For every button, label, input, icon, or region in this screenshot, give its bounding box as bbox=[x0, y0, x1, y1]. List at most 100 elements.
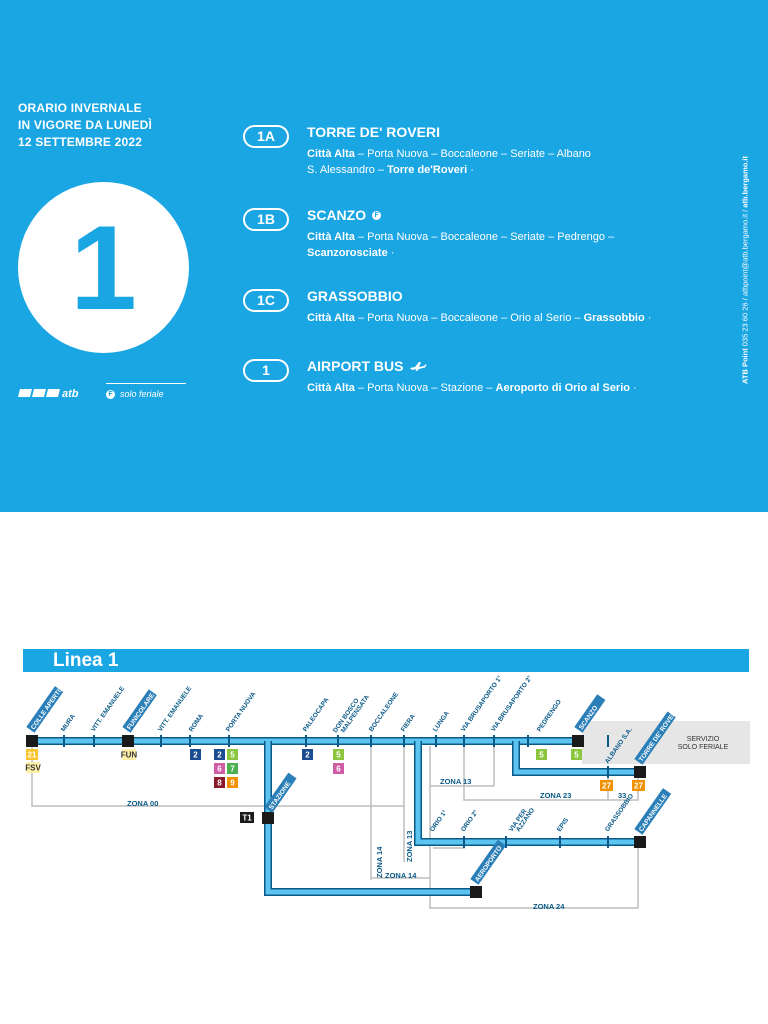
route-stop-text: S. Alessandro – bbox=[307, 164, 388, 176]
terminal-label-text: CAPANNELLE bbox=[638, 793, 669, 834]
connection-badge-pn-9 bbox=[227, 777, 238, 788]
schedule-line-2: IN VIGORE DA LUNEDÌ bbox=[18, 118, 153, 132]
terminal-label-bg bbox=[574, 694, 606, 733]
feriale-badge-icon: F bbox=[106, 389, 115, 399]
stop-label-vitt-emanuele-2: VITT. EMANUELE bbox=[157, 685, 194, 733]
connection-badge-colle-fsv bbox=[26, 762, 40, 773]
connection-badge-label: 6 bbox=[217, 765, 222, 774]
terminal-label-bg bbox=[634, 788, 672, 835]
route-description: Città Alta – Porta Nuova – Boccaleone – … bbox=[307, 229, 707, 261]
terminal-label-aeroporto: AEROPORTO bbox=[470, 839, 507, 885]
zone-33-label: 33 bbox=[618, 791, 626, 800]
route-title-text: AIRPORT BUS bbox=[307, 358, 404, 374]
connection-badge-pn-5 bbox=[227, 749, 238, 760]
terminal-label-funicolare: FUNICOLARE bbox=[122, 689, 157, 733]
terminal-label-text: FUNICOLARE bbox=[126, 692, 157, 731]
route-title-text: GRASSOBBIO bbox=[307, 288, 403, 304]
connection-badge-label: 2 bbox=[193, 751, 198, 760]
legend-label: solo feriale bbox=[120, 389, 164, 399]
connection-badge-label: 6 bbox=[336, 765, 341, 774]
route-description: Città Alta – Porta Nuova – Boccaleone – … bbox=[307, 310, 707, 326]
zone-00-label: ZONA 00 bbox=[127, 799, 158, 808]
stop-label-fiera: FIERA bbox=[400, 713, 417, 733]
route-stop-text: · bbox=[467, 164, 474, 176]
route-stop-text: – Porta Nuova – Boccaleone – Orio al Ser… bbox=[354, 312, 584, 324]
connection-badge-label: 2 bbox=[305, 751, 310, 760]
terminal-stop-marker bbox=[122, 735, 134, 747]
route-stop-bold: Aeroporto di Orio al Serio bbox=[495, 382, 630, 394]
header-panel: ORARIO INVERNALE IN VIGORE DA LUNEDÌ 12 … bbox=[0, 0, 768, 512]
servizio-label-2: SOLO FERIALE bbox=[678, 744, 729, 751]
route-stop-bold: Città Alta bbox=[307, 231, 355, 243]
route-stop-bold: Città Alta bbox=[307, 382, 355, 394]
terminal-label-colle-aperto: COLLE APERTO bbox=[26, 686, 65, 733]
route-stop-text: · bbox=[387, 247, 395, 259]
connection-badge-alb-27 bbox=[600, 780, 613, 791]
connection-badge-tdr-27 bbox=[632, 780, 645, 791]
airport-branch bbox=[265, 741, 476, 895]
terminal-stop-marker bbox=[572, 735, 584, 747]
terminal-label-bg bbox=[122, 689, 157, 733]
terminal-stop-marker bbox=[470, 886, 482, 898]
route-title-text: SCANZO bbox=[307, 207, 367, 223]
route-title: SCANZO F bbox=[307, 207, 382, 223]
route-stop-text: – Porta Nuova – Stazione – bbox=[354, 382, 496, 394]
servizio-label-1: SERVIZIO bbox=[687, 736, 720, 743]
zone-14-label: ZONA 14 bbox=[385, 871, 417, 880]
terminal-label-bg bbox=[264, 772, 297, 813]
map-title: Linea 1 bbox=[53, 650, 119, 671]
atb-logo: atb bbox=[18, 388, 79, 400]
stop-label-mura: MURA bbox=[60, 713, 77, 733]
connection-badge-label: T1 bbox=[242, 814, 252, 823]
terminal-label-bg bbox=[470, 839, 507, 885]
zone-24-label: ZONA 24 bbox=[533, 902, 565, 911]
terminal-stop-marker bbox=[634, 836, 646, 848]
connection-badge-roma-2 bbox=[190, 749, 201, 760]
connection-badge-label: 8 bbox=[217, 779, 222, 788]
route-stop-text: · bbox=[630, 382, 637, 394]
terminal-stop-marker bbox=[262, 812, 274, 824]
route-stop-bold: Città Alta bbox=[307, 312, 355, 324]
route-stop-bold: Torre de'Roveri bbox=[387, 164, 468, 176]
route-badge: 1C bbox=[243, 289, 289, 312]
connection-badge-label: 5 bbox=[539, 751, 544, 760]
route-title: TORRE DE' ROVERI bbox=[307, 124, 440, 140]
connection-badge-pn-6 bbox=[214, 763, 225, 774]
route-stop-bold: Grassobbio bbox=[583, 312, 645, 324]
connection-badge-pn-2 bbox=[214, 749, 225, 760]
stop-label-paleocapa: PALEOCAPA bbox=[302, 696, 331, 733]
connection-badge-pal-2 bbox=[302, 749, 313, 760]
route-badge: 1A bbox=[243, 125, 289, 148]
route-stop-text: – Porta Nuova – Boccaleone – Seriate – P… bbox=[354, 231, 615, 243]
connection-badge-db-5 bbox=[333, 749, 344, 760]
stop-label-pedrengo: PEDRENGO bbox=[536, 699, 563, 733]
airplane-icon bbox=[410, 362, 427, 371]
schedule-line-1: ORARIO INVERNALE bbox=[18, 101, 142, 115]
terminal-label-text: COLLE APERTO bbox=[30, 686, 65, 731]
connection-badge-ped-5 bbox=[536, 749, 547, 760]
terminal-label-capannelle: CAPANNELLE bbox=[634, 788, 672, 835]
route-stop-text: · bbox=[644, 312, 652, 324]
zone-23-label: ZONA 23 bbox=[540, 791, 571, 800]
legend-solo-feriale: F solo feriale bbox=[106, 383, 186, 399]
zone-14-label-vertical: ZONA 14 bbox=[375, 846, 384, 878]
atb-logo-text: atb bbox=[62, 388, 79, 400]
route-stop-text: – Porta Nuova – Boccaleone – Seriate – A… bbox=[354, 148, 591, 160]
stop-label-orio-1: ORIO 1° bbox=[428, 808, 449, 833]
route-title: AIRPORT BUS bbox=[307, 358, 427, 374]
line-number-circle: 1 bbox=[18, 182, 189, 353]
route-badge: 1B bbox=[243, 208, 289, 231]
schedule-info: ORARIO INVERNALE IN VIGORE DA LUNEDÌ 12 … bbox=[18, 100, 152, 151]
terminal-label-bg bbox=[26, 686, 64, 733]
connection-badge-sca-5 bbox=[571, 749, 582, 760]
feriale-badge-icon: F bbox=[372, 210, 382, 220]
map-title-bar: Linea 1 bbox=[23, 649, 749, 672]
route-badge: 1 bbox=[243, 359, 289, 382]
zone-00-line bbox=[31, 744, 405, 807]
grassobbio-branch bbox=[415, 741, 640, 845]
stop-label-roma: ROMA bbox=[188, 713, 205, 734]
stop-label-epis: EPIS bbox=[556, 816, 571, 833]
route-title: GRASSOBBIO bbox=[307, 288, 403, 304]
connection-badge-t1 bbox=[240, 812, 254, 823]
